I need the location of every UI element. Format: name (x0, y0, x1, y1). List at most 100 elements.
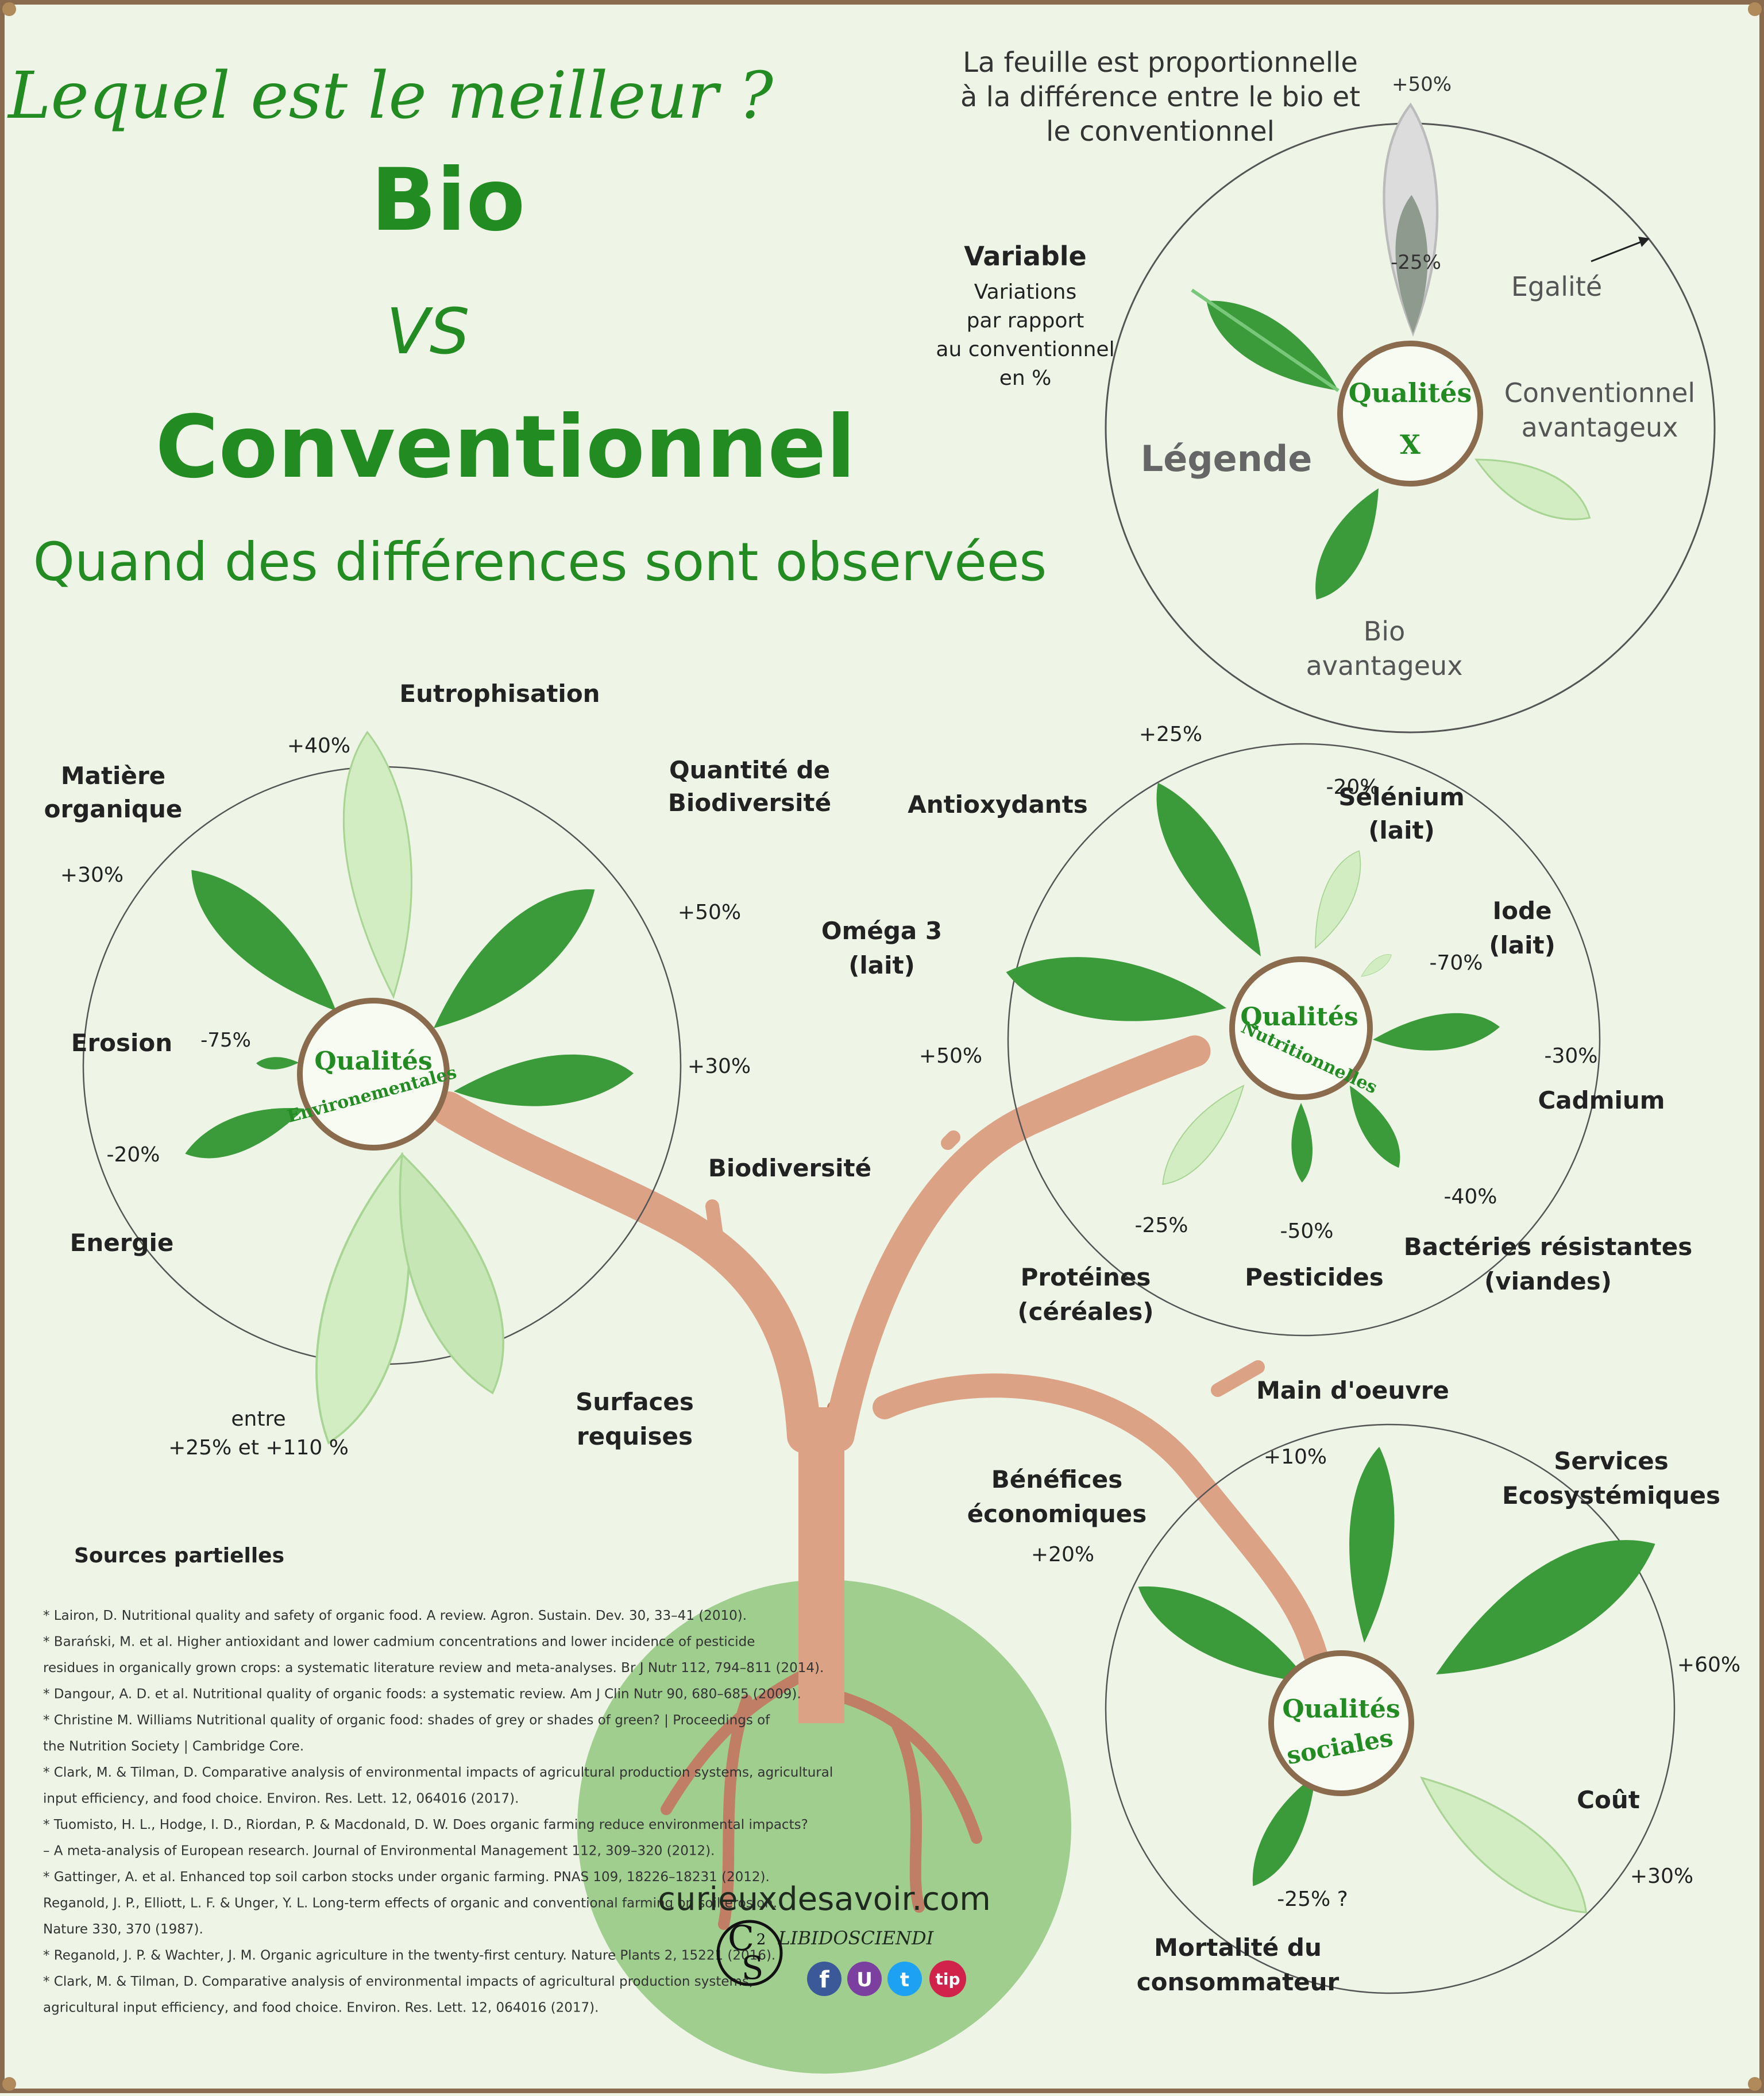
legend-note-line: La feuille est proportionnelle (963, 47, 1358, 79)
pct-eutrophisation: +40% (287, 734, 350, 758)
source-line: Nature 330, 370 (1987). (43, 1922, 203, 1937)
label-services: Ecosystémiques (1502, 1481, 1720, 1510)
branch-twigs (705, 1130, 1265, 1397)
source-line: the Nutrition Society | Cambridge Core. (43, 1739, 304, 1754)
pct-surfaces: entre (231, 1407, 285, 1431)
label-eutrophisation: Eutrophisation (399, 680, 600, 708)
label-erosion: Erosion (71, 1029, 172, 1057)
facebook-glyph: f (819, 1967, 829, 1993)
source-line: * Christine M. Williams Nutritional qual… (43, 1713, 770, 1728)
utip-icon[interactable]: U (847, 1962, 882, 1996)
label-iode: Iode (1492, 897, 1551, 925)
corner-ornament (2, 2, 16, 16)
label-matiere: organique (44, 795, 183, 823)
label-services: Services (1554, 1447, 1669, 1475)
label-selenium: (lait) (1368, 816, 1435, 844)
legend-hub-line1: Qualités (1349, 377, 1472, 408)
branch-nutrition (823, 1035, 1211, 1452)
label-mortalite: Mortalité du (1154, 1933, 1322, 1962)
pct-cout: +30% (1630, 1865, 1693, 1888)
source-line: * Barański, M. et al. Higher antioxidant… (43, 1635, 755, 1650)
source-line: * Gattinger, A. et al. Enhanced top soil… (43, 1870, 770, 1885)
legend-egalite: Egalité (1511, 271, 1602, 302)
pct-erosion: -75% (200, 1029, 251, 1052)
legend-note-line: à la différence entre le bio et (960, 81, 1360, 113)
logo-letter-s: S (742, 1950, 763, 1987)
legend-variable-line: au conventionnel (936, 338, 1114, 361)
pct-energie: -20% (106, 1143, 160, 1167)
nutri-ring (1007, 743, 1601, 1337)
pct-pesticides: -50% (1280, 1219, 1333, 1243)
label-biodiv-quantite: Biodiversité (668, 789, 831, 817)
source-line: * Dangour, A. D. et al. Nutritional qual… (43, 1687, 801, 1702)
label-surfaces: Surfaces (576, 1388, 694, 1416)
legend-conv-line: avantageux (1522, 412, 1678, 443)
brand-name: LIBIDOSCIENDI (778, 1927, 935, 1949)
source-line: * Tuomisto, H. L., Hodge, I. D., Riordan… (43, 1817, 808, 1832)
legend-variable-line: en % (999, 366, 1052, 390)
label-antioxydants: Antioxydants (908, 790, 1088, 819)
label-surfaces: requises (577, 1422, 693, 1450)
label-proteines: (céréales) (1017, 1298, 1153, 1326)
social-ring (1105, 1423, 1676, 1994)
twitter-icon[interactable]: t (887, 1962, 922, 1996)
pct-benefices: +20% (1031, 1543, 1094, 1566)
label-omega: Oméga 3 (821, 917, 942, 945)
legend-bio-line: Bio (1364, 616, 1405, 647)
logo-letter-c: C (728, 1919, 754, 1959)
branch-environment (431, 1091, 821, 1453)
sources-title: Sources partielles (74, 1544, 284, 1568)
legend: La feuille est proportionnelle à la diff… (936, 47, 1716, 734)
source-line: residues in organically grown crops: a s… (43, 1661, 824, 1676)
source-line: – A meta-analysis of European research. … (43, 1844, 715, 1859)
legend-variable-title: Variable (964, 241, 1087, 272)
legend-conv-line: Conventionnel (1504, 377, 1695, 408)
source-line: Reganold, J. P., Elliott, L. F. & Unger,… (43, 1896, 777, 1911)
trunk-body (798, 1407, 844, 1723)
leaf-vein (1191, 288, 1340, 392)
legend-legende: Légende (1141, 438, 1313, 480)
source-line: agricultural input efficiency, and food … (43, 2001, 599, 2016)
label-benefices: Bénéfices (991, 1465, 1122, 1493)
label-selenium: Sélénium (1338, 783, 1465, 811)
utip-glyph: U (856, 1968, 873, 1991)
pct-biodiv-quantite: +50% (678, 901, 741, 924)
social-hub-line1: Qualités (1282, 1694, 1400, 1724)
title-question: Lequel est le meilleur ? (7, 59, 774, 133)
pct-iode: -70% (1429, 951, 1483, 975)
env-hub (297, 998, 450, 1151)
tipeee-icon[interactable]: tip (929, 1960, 966, 1997)
source-line: input efficiency, and food choice. Envir… (43, 1792, 519, 1807)
sources: Sources partielles * Lairon, D. Nutritio… (43, 1544, 833, 2016)
label-energie: Energie (70, 1229, 174, 1257)
label-bacteries: (viandes) (1484, 1267, 1612, 1295)
logo-digit-2: 2 (756, 1931, 766, 1948)
website-link[interactable]: curieuxdesavoir.com (658, 1881, 991, 1918)
nutri-hub (1229, 956, 1373, 1100)
title-conventionnel: Conventionnel (155, 397, 855, 497)
cluster-environment: Qualités Environementales Eutrophisation… (44, 680, 872, 1460)
arrow-head-icon (1638, 237, 1650, 247)
source-line: * Clark, M. & Tilman, D. Comparative ana… (43, 1765, 833, 1780)
legend-variable-line: Variations (974, 280, 1076, 304)
legend-hub-line2: X (1400, 429, 1421, 460)
twitter-glyph: t (900, 1968, 909, 1991)
ground-circle (577, 1580, 1071, 2074)
corner-ornament (1748, 2, 1762, 16)
legend-note-line: le conventionnel (1046, 115, 1275, 148)
pct-mortalite: -25% ? (1277, 1887, 1348, 1911)
label-cadmium: Cadmium (1538, 1086, 1665, 1114)
legend-pct-minus25: -25% (1391, 251, 1441, 274)
title-vs: VS (386, 295, 469, 368)
source-line: * Clark, M. & Tilman, D. Comparative ana… (43, 1974, 753, 1989)
pct-omega: +50% (919, 1044, 982, 1068)
label-matiere: Matière (61, 762, 165, 790)
facebook-icon[interactable]: f (807, 1962, 842, 1996)
label-iode: (lait) (1489, 931, 1555, 959)
cluster-nutrition: Qualités Nutritionnelles Antioxydants +2… (821, 723, 1692, 1337)
corner-ornament (1748, 2077, 1762, 2091)
branch-social (873, 1373, 1327, 1666)
label-benefices: économiques (967, 1500, 1147, 1528)
footer: curieuxdesavoir.com LIBIDOSCIENDI C 2 S … (658, 1881, 991, 1997)
